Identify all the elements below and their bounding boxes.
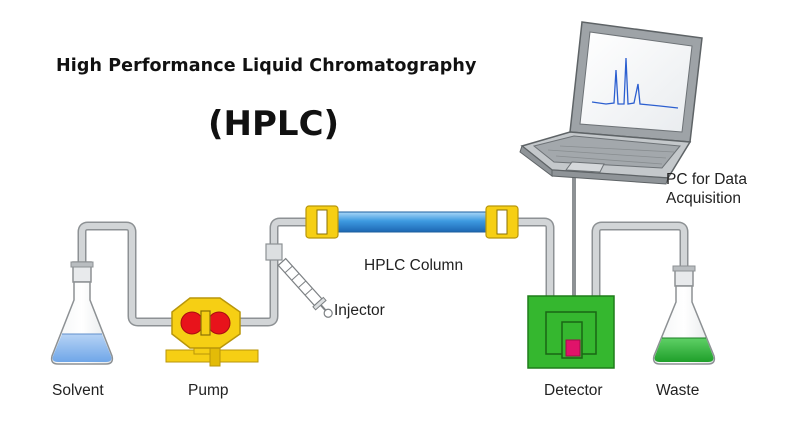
pc-label: PC for Data Acquisition <box>666 171 747 207</box>
solvent-label: Solvent <box>52 382 104 399</box>
detector-icon <box>527 295 615 369</box>
diagram-abbreviation: (HPLC) <box>208 104 340 144</box>
diagram-title: High Performance Liquid Chromatography <box>56 56 477 76</box>
waste-flask-icon <box>652 265 716 365</box>
injector-icon <box>265 243 333 318</box>
pump-label: Pump <box>188 382 229 399</box>
hplc-column-icon <box>305 205 519 239</box>
detector-label: Detector <box>544 382 603 399</box>
laptop-icon <box>519 21 703 185</box>
solvent-flask-icon <box>50 261 114 365</box>
waste-label: Waste <box>656 382 700 399</box>
tubing <box>77 156 689 327</box>
injector-label: Injector <box>334 302 385 319</box>
hplc-column-label: HPLC Column <box>364 257 464 274</box>
pump-icon <box>165 297 259 367</box>
